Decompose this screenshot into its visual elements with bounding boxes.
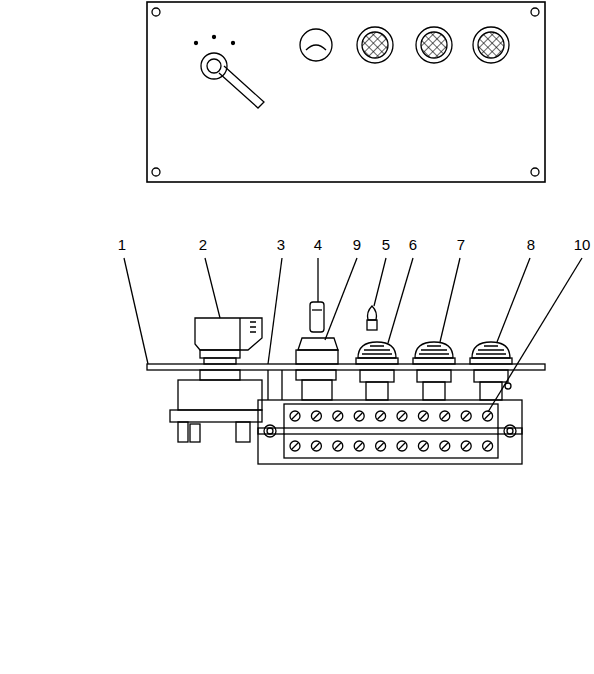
- callout-number: 7: [457, 237, 465, 252]
- callout-number: 1: [118, 237, 126, 252]
- callout-number: 2: [199, 237, 207, 252]
- callout-number: 8: [527, 237, 535, 252]
- callout-number: 10: [574, 237, 591, 252]
- callout-number: 3: [277, 237, 285, 252]
- callout-number: 4: [314, 237, 322, 252]
- callout-number: 5: [382, 237, 390, 252]
- callout-number: 6: [409, 237, 417, 252]
- callout-number: 9: [353, 237, 361, 252]
